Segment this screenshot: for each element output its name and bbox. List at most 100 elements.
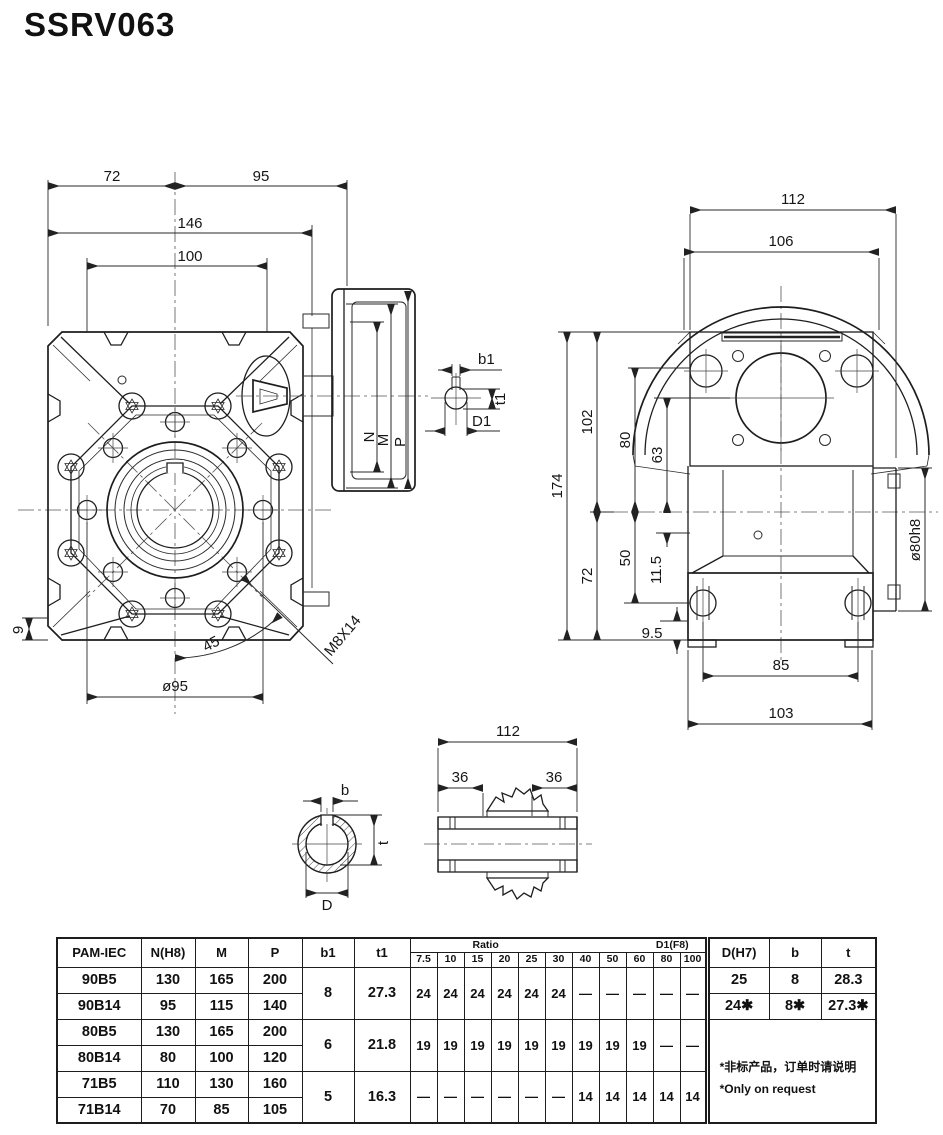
ratio-cell: — bbox=[409, 1070, 438, 1124]
note-line-en: *Only on request bbox=[719, 1082, 816, 1097]
d1-label: D1(F8) bbox=[655, 939, 689, 951]
table-row-71b14: 71B14 70 85 105 bbox=[56, 1096, 876, 1124]
ratio-col: 25 bbox=[517, 951, 546, 968]
ratio-cell: — bbox=[652, 966, 681, 1020]
front-view bbox=[18, 172, 334, 714]
bolt-hole-icon bbox=[159, 406, 191, 438]
dim-p-label: P bbox=[392, 437, 409, 447]
dim-9-5-label: 9.5 bbox=[642, 625, 663, 642]
cell-pam: 80B14 bbox=[56, 1044, 142, 1072]
ratio-col: 60 bbox=[625, 951, 654, 968]
side-view bbox=[612, 286, 938, 664]
ratio-cell: 24 bbox=[409, 966, 438, 1020]
dim-bore-label: ø80h8 bbox=[907, 519, 924, 562]
dim-45deg-label: 45 bbox=[200, 633, 223, 656]
table-note: *非标产品，订单时请说明 *Only on request bbox=[704, 1018, 877, 1124]
cell-t: 28.3 bbox=[820, 966, 877, 994]
side-view-dimensions: 112 106 174 102 72 80 63 50 bbox=[549, 191, 932, 730]
bolt-hole-icon bbox=[71, 494, 103, 526]
ratio-cell: 19 bbox=[571, 1018, 600, 1072]
cell-n: 80 bbox=[140, 1044, 196, 1072]
cell-m: 100 bbox=[194, 1044, 249, 1072]
bolt-hole-icon bbox=[159, 582, 191, 614]
ratio-col: 20 bbox=[490, 951, 519, 968]
flange-side-view: N M P bbox=[236, 288, 428, 492]
dim-103-label: 103 bbox=[768, 705, 793, 722]
ratio-cell: 24 bbox=[490, 966, 519, 1020]
table-row-71b5: 71B5 110 130 160 5 16.3 — — — — — — 14 1… bbox=[56, 1070, 876, 1124]
bolt-hole-icon bbox=[247, 494, 279, 526]
ratio-col: 40 bbox=[571, 951, 600, 968]
dim-b-label: b bbox=[341, 782, 349, 799]
cell-pam: 90B14 bbox=[56, 992, 142, 1020]
cell-d: 25 bbox=[704, 966, 770, 994]
dim-63-label: 63 bbox=[649, 447, 666, 464]
input-shaft-detail: b1 t1 D1 bbox=[425, 351, 509, 436]
cell-m: 115 bbox=[194, 992, 249, 1020]
col-header-t1: t1 bbox=[353, 937, 411, 968]
cell-pam: 80B5 bbox=[56, 1018, 142, 1046]
ratio-cell: — bbox=[652, 1018, 681, 1072]
cell-n: 95 bbox=[140, 992, 196, 1020]
ratio-cell: 14 bbox=[652, 1070, 681, 1124]
cell-m: 85 bbox=[194, 1096, 249, 1124]
ratio-cell: 19 bbox=[436, 1018, 465, 1072]
col-header-b: b bbox=[768, 937, 822, 968]
dim-80-label: 80 bbox=[617, 432, 634, 449]
ratio-cell: 19 bbox=[517, 1018, 546, 1072]
dim-bolt-circle-label: ø95 bbox=[162, 678, 188, 695]
note-line-cn: *非标产品，订单时请说明 bbox=[719, 1059, 857, 1074]
dim-112-shaft-label: 112 bbox=[496, 723, 520, 740]
dim-112-label: 112 bbox=[781, 191, 805, 208]
technical-drawing: N M P 72 95 146 100 9 ø95 bbox=[10, 168, 938, 914]
col-header-pam-iec: PAM-IEC bbox=[56, 937, 142, 968]
dim-95-label: 95 bbox=[253, 168, 270, 185]
ratio-cell: — bbox=[490, 1070, 519, 1124]
ratio-cell: 19 bbox=[625, 1018, 654, 1072]
dim-m-label: M bbox=[375, 434, 392, 447]
cell-pam: 71B5 bbox=[56, 1070, 142, 1098]
cell-b1: 8 bbox=[301, 966, 355, 1020]
dim-100-label: 100 bbox=[177, 248, 202, 265]
cell-b1: 5 bbox=[301, 1070, 355, 1124]
dim-9-label: 9 bbox=[10, 626, 27, 634]
dim-106-label: 106 bbox=[768, 233, 793, 250]
cell-d: 24✱ bbox=[704, 992, 770, 1020]
table-row-90b5: 90B5 130 165 200 8 27.3 24 24 24 24 24 2… bbox=[56, 966, 877, 1020]
dim-50-label: 50 bbox=[617, 550, 634, 567]
ratio-col: 15 bbox=[463, 951, 492, 968]
cell-p: 120 bbox=[247, 1044, 303, 1072]
cell-m: 165 bbox=[194, 966, 249, 994]
ratio-cell: 14 bbox=[625, 1070, 654, 1124]
cell-p: 140 bbox=[247, 992, 303, 1020]
spec-table: PAM-IEC N(H8) M P b1 t1 Ratio D1(F8) D(H… bbox=[56, 937, 878, 1124]
ratio-col: 7.5 bbox=[409, 951, 438, 968]
dim-b1-label: b1 bbox=[478, 351, 495, 368]
ratio-subheader-row: 7.5 10 15 20 25 30 40 50 60 80 100 bbox=[57, 951, 876, 968]
cell-pam: 71B14 bbox=[56, 1096, 142, 1124]
ratio-cell: 19 bbox=[544, 1018, 573, 1072]
ratio-cell: 24 bbox=[544, 966, 573, 1020]
dim-d-label: D bbox=[322, 897, 333, 914]
table-row-80b5: 80B5 130 165 200 6 21.8 19 19 19 19 19 1… bbox=[56, 1018, 877, 1124]
hollow-shaft-drawing: 112 36 36 bbox=[424, 723, 592, 901]
cell-b1: 6 bbox=[301, 1018, 355, 1072]
table-header-row: PAM-IEC N(H8) M P b1 t1 Ratio D1(F8) D(H… bbox=[56, 937, 877, 968]
cell-p: 105 bbox=[247, 1096, 303, 1124]
ratio-cell: — bbox=[463, 1070, 492, 1124]
cell-m: 165 bbox=[194, 1018, 249, 1046]
ratio-cell: 19 bbox=[490, 1018, 519, 1072]
ratio-cell: — bbox=[679, 1018, 708, 1072]
ratio-cell: 14 bbox=[679, 1070, 708, 1124]
ratio-cell: 24 bbox=[517, 966, 546, 1020]
cell-n: 110 bbox=[140, 1070, 196, 1098]
ratio-col: 30 bbox=[544, 951, 573, 968]
ratio-cell: — bbox=[571, 966, 600, 1020]
ratio-cell: — bbox=[598, 966, 627, 1020]
ratio-cell: — bbox=[436, 1070, 465, 1124]
cell-b: 8 bbox=[768, 966, 822, 994]
ratio-col: 100 bbox=[679, 951, 708, 968]
ratio-cell: 14 bbox=[571, 1070, 600, 1124]
ratio-cell: — bbox=[625, 966, 654, 1020]
